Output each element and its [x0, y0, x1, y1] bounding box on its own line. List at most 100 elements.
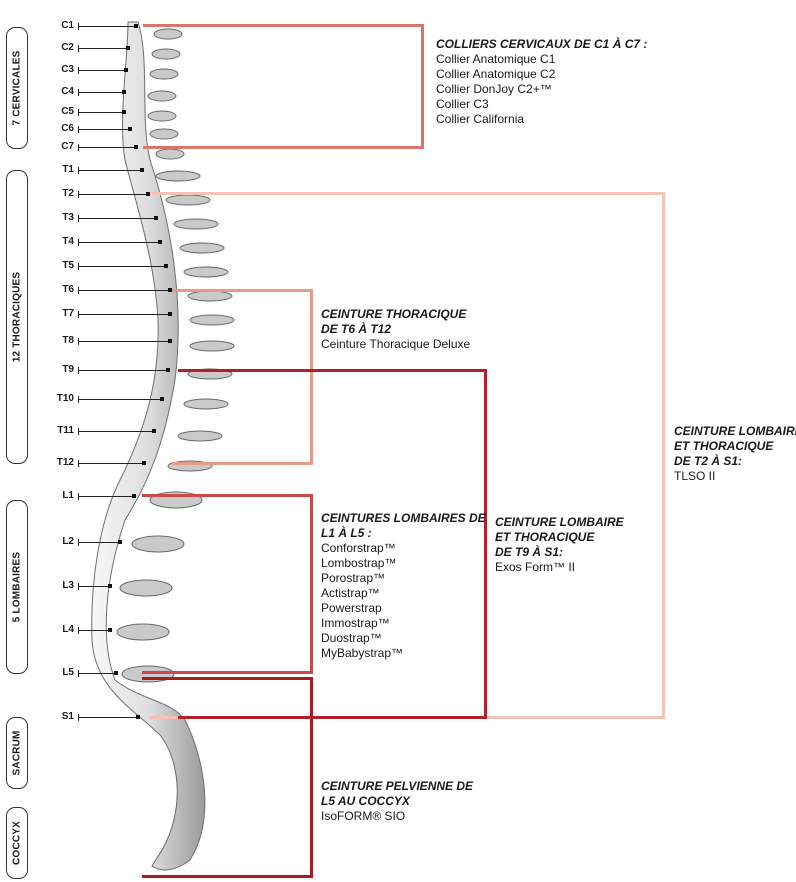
product-item: MyBabystrap™ — [321, 646, 404, 660]
vertebra-pointer-t1 — [78, 167, 144, 174]
product-item: Collier DonJoy C2+™ — [436, 82, 552, 96]
vertebra-process — [189, 340, 235, 352]
vertebra-pointer-c1 — [78, 23, 138, 30]
vertebra-label-l3: L3 — [62, 580, 74, 591]
group-cervical: 7 CERVICALES — [6, 27, 28, 149]
pelvic-belt-text: CEINTURE PELVIENNE DE L5 AU COCCYX IsoFO… — [321, 779, 473, 824]
vertebra-pointer-t2 — [78, 191, 150, 198]
vertebra-label-c3: C3 — [61, 64, 74, 75]
vertebra-pointer-t3 — [78, 215, 158, 222]
product-item: Powerstrap — [321, 601, 382, 615]
vertebra-pointer-s1 — [78, 714, 140, 721]
product-item: IsoFORM® SIO — [321, 809, 406, 823]
vertebra-pointer-l4 — [78, 627, 112, 634]
vertebra-label-l1: L1 — [62, 490, 74, 501]
vertebra-label-t11: T11 — [57, 425, 74, 436]
vertebra-pointer-t4 — [78, 239, 162, 246]
group-thoracic: 12 THORACIQUES — [6, 170, 28, 464]
bracket-thoracic — [172, 289, 313, 465]
vertebra-pointer-l3 — [78, 583, 112, 590]
thoracic-heading-2: DE T6 À T12 — [321, 322, 392, 336]
bracket-lumbothoracic-t9 — [178, 369, 487, 719]
thoracic-heading-1: CEINTURE THORACIQUE — [321, 307, 467, 321]
vertebra-pointer-c7 — [78, 144, 138, 151]
vertebra-label-s1: S1 — [61, 711, 74, 722]
product-item: Lombostrap™ — [321, 556, 397, 570]
vertebra-label-t10: T10 — [56, 393, 74, 404]
vertebra-process — [153, 28, 183, 40]
group-lumbar: 5 LOMBAIRES — [6, 500, 28, 674]
vertebra-process — [147, 90, 177, 102]
vertebra-pointer-c6 — [78, 126, 132, 133]
vertebra-label-t2: T2 — [62, 188, 74, 199]
vertebra-process — [151, 48, 181, 60]
vertebra-process — [119, 579, 173, 597]
vertebra-process — [116, 623, 170, 641]
lumbothoracic-t9-text: CEINTURE LOMBAIRE ET THORACIQUE DE T9 À … — [495, 515, 624, 575]
product-item: Ceinture Thoracique Deluxe — [321, 337, 471, 351]
cervical-collars-text: COLLIERS CERVICAUX DE C1 À C7 : Collier … — [436, 37, 647, 127]
vertebra-label-c7: C7 — [61, 141, 74, 152]
lumbar-belts-text: CEINTURES LOMBAIRES DE L1 À L5 : Confors… — [321, 511, 486, 661]
vertebra-pointer-t11 — [78, 428, 156, 435]
vertebra-process — [147, 110, 177, 122]
lumbar-heading-1: CEINTURES LOMBAIRES DE — [321, 511, 486, 525]
vertebra-label-t4: T4 — [62, 236, 74, 247]
vertebra-pointer-t7 — [78, 311, 172, 318]
pelvic-heading-2: L5 AU COCCYX — [321, 794, 410, 808]
vertebra-process — [131, 535, 185, 553]
lumbothoracic-t2-heading-1: CEINTURE LOMBAIRE — [674, 424, 796, 438]
vertebra-label-c1: C1 — [61, 20, 74, 31]
vertebra-label-l5: L5 — [62, 667, 74, 678]
vertebra-process — [155, 170, 201, 182]
vertebra-process — [183, 398, 229, 410]
group-sacrum: SACRUM — [6, 717, 28, 789]
vertebra-pointer-c3 — [78, 67, 128, 74]
lumbar-heading-2: L1 À L5 : — [321, 526, 372, 540]
product-item: Collier Anatomique C2 — [436, 67, 556, 81]
product-item: Collier C3 — [436, 97, 489, 111]
lumbothoracic-t9-heading-2: ET THORACIQUE — [495, 530, 595, 544]
vertebra-process — [165, 194, 211, 206]
vertebra-process — [155, 148, 185, 160]
product-item: Collier California — [436, 112, 525, 126]
vertebra-label-l2: L2 — [62, 536, 74, 547]
vertebra-label-t3: T3 — [62, 212, 74, 223]
vertebra-process — [177, 430, 223, 442]
vertebra-process — [189, 314, 235, 326]
vertebra-pointer-c4 — [78, 89, 126, 96]
vertebra-label-t12: T12 — [56, 457, 74, 468]
lumbothoracic-t9-heading-1: CEINTURE LOMBAIRE — [495, 515, 624, 529]
lumbothoracic-t2-heading-2: ET THORACIQUE — [674, 439, 774, 453]
product-item: Actistrap™ — [321, 586, 380, 600]
bracket-lumbar — [142, 494, 313, 674]
product-item: Conforstrap™ — [321, 541, 396, 555]
vertebra-label-t5: T5 — [62, 260, 74, 271]
vertebra-process — [179, 242, 225, 254]
vertebra-label-c2: C2 — [61, 42, 74, 53]
cervical-heading: COLLIERS CERVICAUX DE C1 À C7 : — [436, 37, 648, 51]
vertebra-process — [183, 266, 229, 278]
vertebra-label-c4: C4 — [61, 86, 74, 97]
product-item: Collier Anatomique C1 — [436, 52, 556, 66]
vertebra-pointer-t6 — [78, 287, 172, 294]
vertebra-process — [149, 68, 179, 80]
bracket-pelvic — [142, 677, 313, 878]
vertebra-label-t6: T6 — [62, 284, 74, 295]
lumbothoracic-t2-heading-3: DE T2 À S1: — [674, 454, 743, 468]
vertebra-label-c6: C6 — [61, 123, 74, 134]
pelvic-heading-1: CEINTURE PELVIENNE DE — [321, 779, 474, 793]
product-item: Porostrap™ — [321, 571, 386, 585]
product-item: TLSO II — [674, 469, 716, 483]
product-item: Immostrap™ — [321, 616, 390, 630]
vertebra-process — [173, 218, 219, 230]
vertebra-process — [149, 128, 179, 140]
vertebra-pointer-t9 — [78, 367, 170, 374]
spine-column — [91, 21, 206, 871]
vertebra-label-c5: C5 — [61, 106, 74, 117]
lumbothoracic-t9-heading-3: DE T9 À S1: — [495, 545, 564, 559]
vertebra-pointer-t8 — [78, 338, 172, 345]
vertebra-label-t7: T7 — [62, 308, 74, 319]
